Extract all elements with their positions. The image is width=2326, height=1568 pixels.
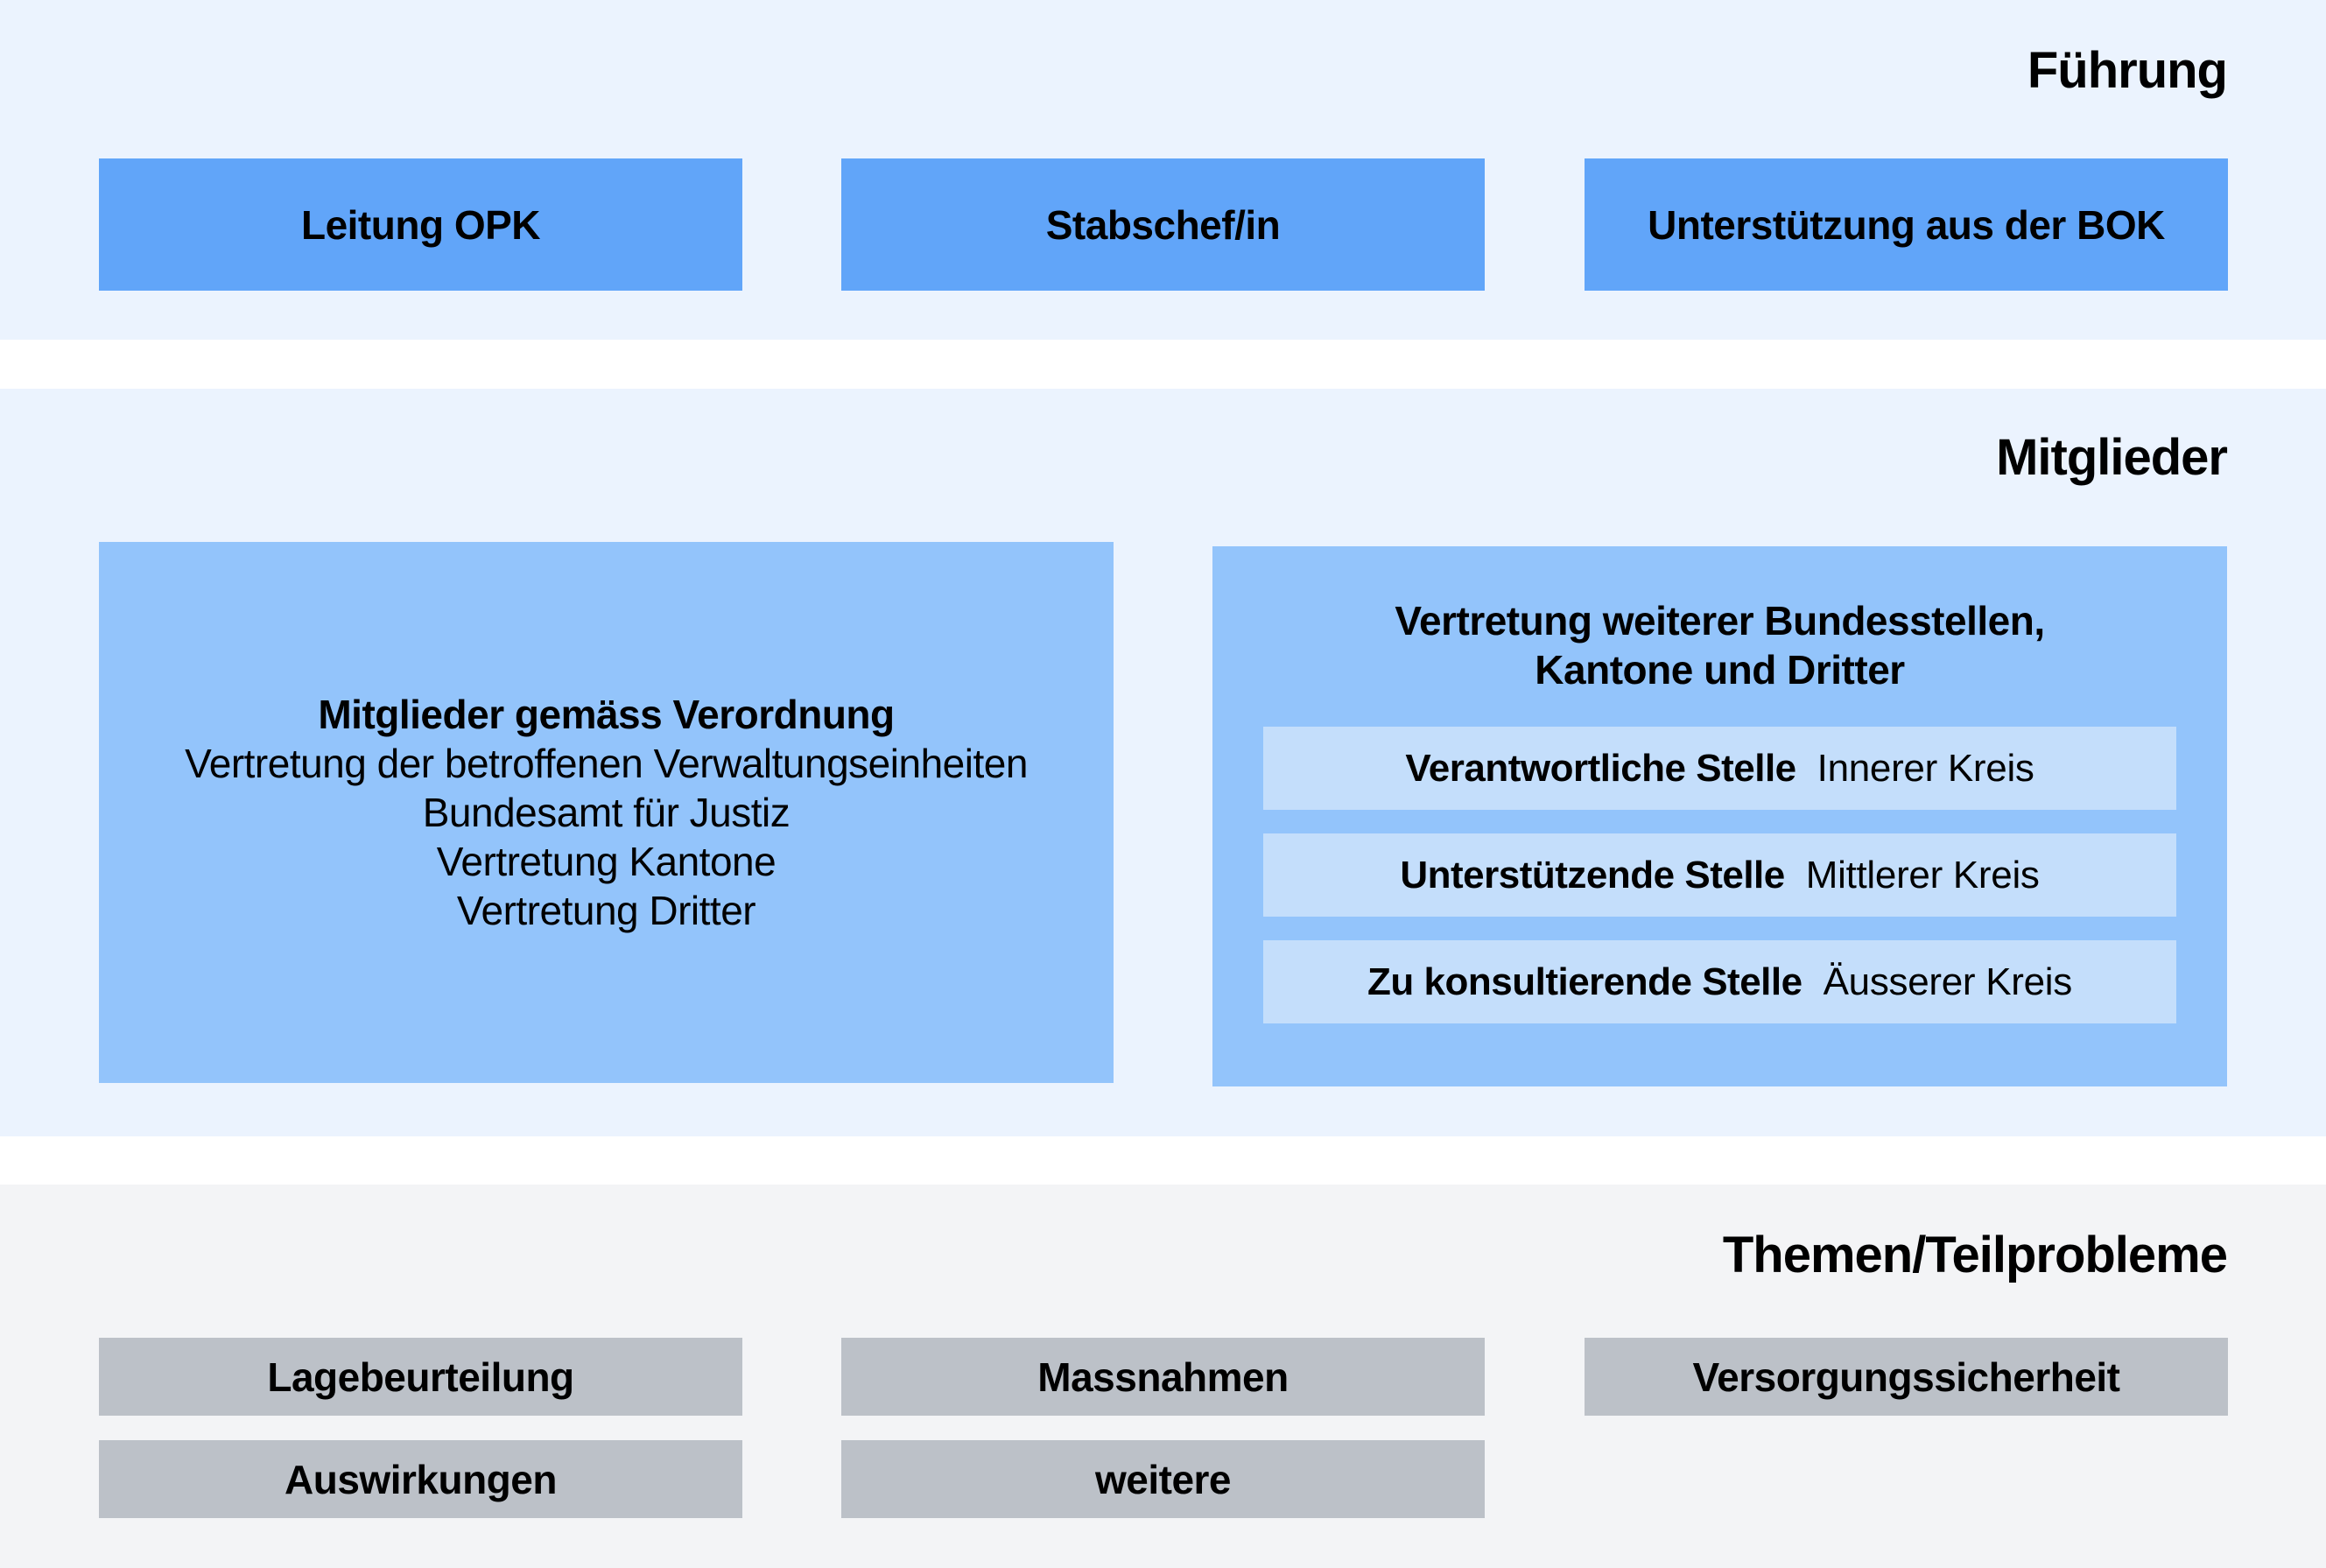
topic-massnahmen: Massnahmen bbox=[841, 1338, 1485, 1416]
mitglieder-title: Mitglieder bbox=[1996, 429, 2228, 486]
members-by-ordinance-heading: Mitglieder gemäss Verordnung bbox=[318, 692, 895, 737]
topic-label: Lagebeurteilung bbox=[267, 1354, 574, 1400]
topic-label: weitere bbox=[1094, 1456, 1232, 1502]
heading-line-2: Kantone und Dritter bbox=[1535, 647, 1905, 693]
heading-line-1: Vertretung weiterer Bundesstellen, bbox=[1395, 598, 2045, 643]
topic-lagebeurteilung: Lagebeurteilung bbox=[99, 1338, 742, 1416]
topic-auswirkungen: Auswirkungen bbox=[99, 1440, 742, 1518]
circle-row-inner: Verantwortliche Stelle Innerer Kreis bbox=[1263, 727, 2176, 810]
further-representation-box: Vertretung weiterer Bundesstellen, Kanto… bbox=[1212, 546, 2227, 1086]
circle-name: Innerer Kreis bbox=[1817, 746, 2034, 790]
leitung-opk-box: Leitung OPK bbox=[99, 158, 742, 291]
circle-role: Zu konsultierende Stelle bbox=[1367, 960, 1802, 1003]
unterstuetzung-bok-box: Unterstützung aus der BOK bbox=[1585, 158, 2228, 291]
themen-title: Themen/Teilprobleme bbox=[1722, 1227, 2228, 1283]
member-line: Vertretung Kantone bbox=[436, 839, 777, 884]
topic-label: Versorgungssicherheit bbox=[1692, 1354, 2121, 1400]
members-by-ordinance-box: Mitglieder gemäss Verordnung Vertretung … bbox=[99, 542, 1114, 1083]
circle-name: Mittlerer Kreis bbox=[1805, 853, 2040, 897]
further-representation-heading: Vertretung weiterer Bundesstellen, Kanto… bbox=[1212, 596, 2227, 694]
leitung-opk-label: Leitung OPK bbox=[300, 201, 541, 248]
circle-role: Unterstützende Stelle bbox=[1400, 853, 1785, 897]
circle-row-outer: Zu konsultierende Stelle Äusserer Kreis bbox=[1263, 940, 2176, 1023]
circle-name: Äusserer Kreis bbox=[1823, 960, 2073, 1003]
fuehrung-section: Führung Leitung OPK Stabschef/in Unterst… bbox=[0, 0, 2326, 340]
topic-label: Auswirkungen bbox=[285, 1456, 557, 1502]
fuehrung-title: Führung bbox=[2027, 42, 2228, 99]
topic-versorgungssicherheit: Versorgungssicherheit bbox=[1585, 1338, 2228, 1416]
themen-section: Themen/Teilprobleme Lagebeurteilung Mass… bbox=[0, 1185, 2326, 1568]
stabschef-box: Stabschef/in bbox=[841, 158, 1485, 291]
stabschef-label: Stabschef/in bbox=[1045, 201, 1281, 248]
circle-row-middle: Unterstützende Stelle Mittlerer Kreis bbox=[1263, 833, 2176, 917]
member-line: Vertretung der betroffenen Verwaltungsei… bbox=[185, 741, 1028, 786]
circle-role: Verantwortliche Stelle bbox=[1405, 746, 1796, 790]
member-line: Vertretung Dritter bbox=[456, 888, 756, 933]
mitglieder-section: Mitglieder Mitglieder gemäss Verordnung … bbox=[0, 389, 2326, 1136]
member-line: Bundesamt für Justiz bbox=[422, 790, 791, 835]
topic-label: Massnahmen bbox=[1037, 1354, 1289, 1400]
unterstuetzung-bok-label: Unterstützung aus der BOK bbox=[1648, 201, 2165, 248]
topic-weitere: weitere bbox=[841, 1440, 1485, 1518]
